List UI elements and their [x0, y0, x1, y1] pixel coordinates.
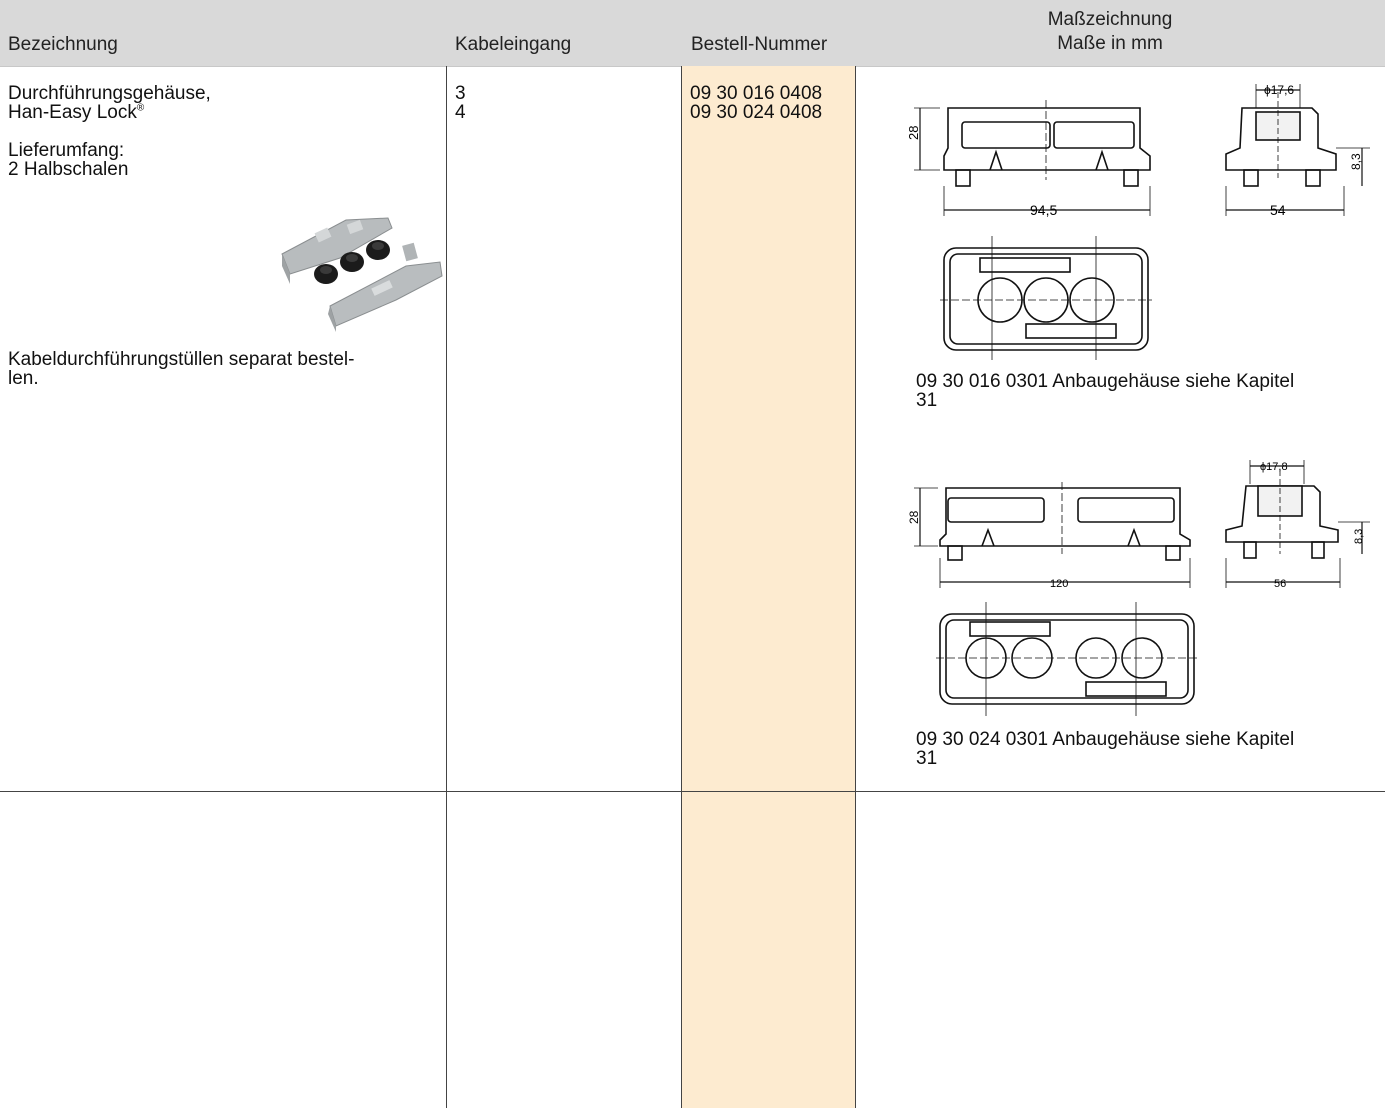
- row-divider: [0, 791, 1385, 792]
- bestellnummer-2: 09 30 024 0408: [690, 102, 823, 123]
- dim-height-label: 28: [906, 126, 921, 140]
- product-title-line2: Han-Easy Lock®: [8, 103, 144, 122]
- dim-diameter-label: ϕ17,6: [1264, 83, 1294, 97]
- dimension-drawing-4-entry: 28 120 ϕ17,8 8,3 56: [907, 460, 1370, 716]
- drawing1-caption-line2: 31: [916, 390, 938, 411]
- dim-width-label: 54: [1270, 202, 1286, 218]
- header-masszeichnung-line1: Maßzeichnung: [1047, 9, 1173, 30]
- product-photo: [281, 217, 443, 332]
- drawing2-caption-line2: 31: [916, 748, 938, 769]
- bestellnummer-1: 09 30 016 0408: [690, 83, 823, 104]
- dim-length-label: 120: [1050, 578, 1068, 590]
- order-number-column-highlight: [681, 66, 855, 1108]
- header-masszeichnung: Maßzeichnung Maße in mm: [990, 8, 1230, 56]
- column-divider: [855, 66, 856, 1108]
- product-title-name: Han-Easy Lock: [8, 102, 137, 123]
- header-kabeleingang: Kabeleingang: [455, 34, 572, 55]
- header-bezeichnung: Bezeichnung: [8, 34, 118, 55]
- product-title-line1: Durchführungsgehäuse,: [8, 83, 211, 104]
- dim-height-label: 28: [907, 510, 921, 524]
- table-header: Bezeichnung Kabeleingang Bestell-Nummer …: [0, 0, 1385, 67]
- column-divider: [446, 66, 447, 1108]
- dim-side-height-label: 8,3: [1349, 153, 1363, 170]
- kabeleingang-value-2: 4: [455, 102, 466, 123]
- note-line2: len.: [8, 368, 39, 389]
- note-line1: Kabeldurchführungstüllen separat bestel-: [8, 349, 355, 370]
- header-masszeichnung-line2: Maße in mm: [1057, 33, 1163, 54]
- kabeleingang-value-1: 3: [455, 83, 466, 104]
- registered-mark: ®: [136, 102, 145, 114]
- lieferumfang-value: 2 Halbschalen: [8, 159, 129, 180]
- column-divider: [681, 66, 682, 1108]
- dim-width-label: 56: [1274, 578, 1286, 590]
- drawing2-caption-line1: 09 30 024 0301 Anbaugehäuse siehe Kapite…: [916, 729, 1295, 750]
- dim-length-label: 94,5: [1030, 202, 1057, 218]
- dimension-drawing-3-entry: 28 94,5 ϕ17,6 8,3 54: [906, 83, 1370, 360]
- dim-side-height-label: 8,3: [1353, 529, 1365, 544]
- dim-diameter-label: ϕ17,8: [1260, 461, 1288, 473]
- header-bestellnummer: Bestell-Nummer: [691, 34, 828, 55]
- lieferumfang-label: Lieferumfang:: [8, 140, 125, 161]
- drawing1-caption-line1: 09 30 016 0301 Anbaugehäuse siehe Kapite…: [916, 371, 1295, 392]
